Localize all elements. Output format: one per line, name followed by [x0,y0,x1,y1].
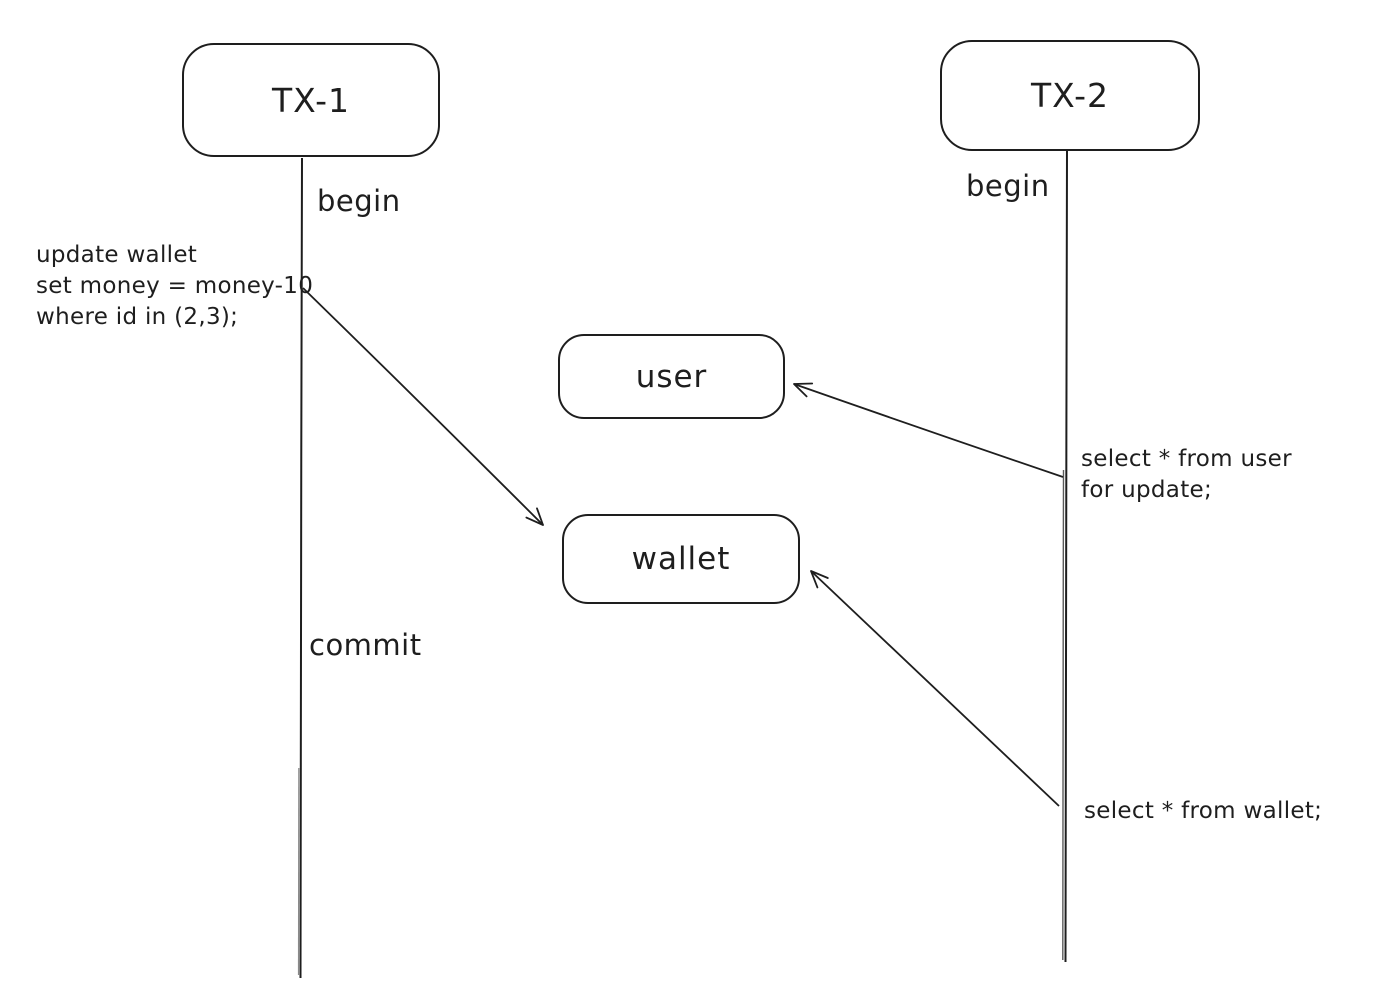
node-tx2-label: TX-2 [1030,76,1110,115]
node-tx2: TX-2 [940,40,1200,151]
node-tx1: TX-1 [182,43,440,157]
node-tx1-label: TX-1 [271,80,351,120]
label-tx1-begin: begin [317,184,401,218]
label-tx2-select-user-sql: select * from user for update; [1081,446,1292,503]
node-user: user [558,334,785,419]
node-wallet: wallet [562,514,800,604]
node-wallet-label: wallet [631,541,731,577]
arrow-tx1-to-wallet [302,287,544,526]
arrow-tx2-to-wallet [810,570,1060,807]
tx2-lifeline [1064,150,1068,963]
label-tx1-update-sql: update wallet set money = money-10 where… [36,242,314,330]
tx2-lifeline-sketch-stroke [1062,469,1065,961]
label-tx2-select-wallet-sql: select * from wallet; [1084,798,1323,824]
label-tx1-commit: commit [309,628,422,662]
tx1-lifeline [299,157,303,979]
label-tx2-begin: begin [966,169,1050,203]
arrow-tx2-to-user [793,382,1064,478]
node-user-label: user [635,358,708,395]
